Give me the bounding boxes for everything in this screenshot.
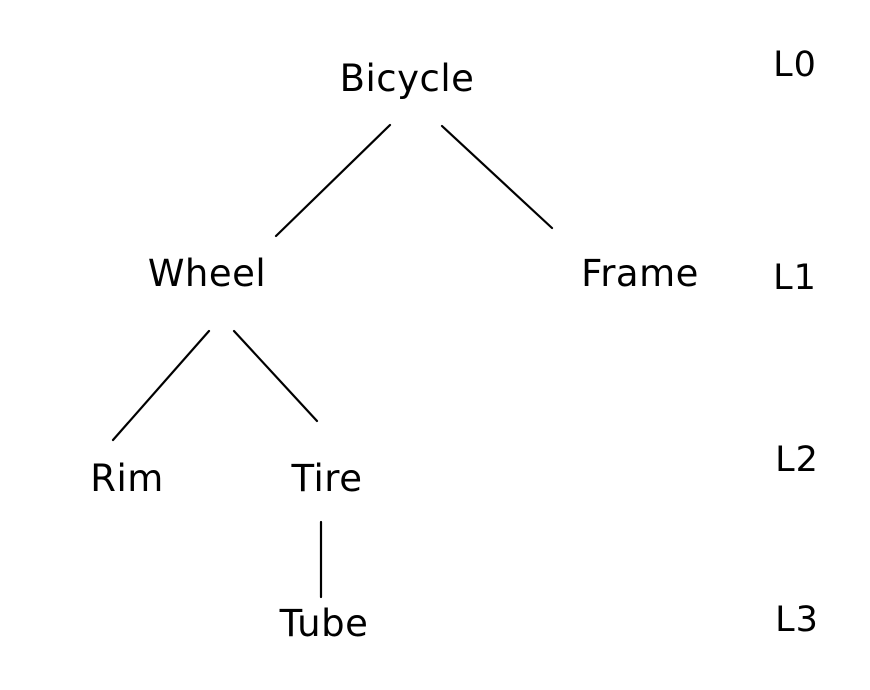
- node-bicycle[interactable]: Bicycle: [339, 57, 475, 100]
- level-label-l1: L1: [773, 258, 817, 298]
- node-frame[interactable]: Frame: [581, 252, 699, 295]
- edge-bicycle-to-frame: [440, 124, 554, 230]
- node-rim[interactable]: Rim: [90, 457, 164, 500]
- node-tire[interactable]: Tire: [291, 457, 363, 500]
- level-label-l0: L0: [773, 45, 817, 85]
- level-label-l2: L2: [775, 440, 819, 480]
- edge-wheel-to-rim: [111, 329, 211, 442]
- node-wheel[interactable]: Wheel: [147, 252, 267, 295]
- edge-wheel-to-tire: [232, 329, 319, 423]
- level-label-l3: L3: [775, 600, 819, 640]
- node-tube[interactable]: Tube: [279, 602, 369, 645]
- edge-bicycle-to-wheel: [274, 123, 392, 238]
